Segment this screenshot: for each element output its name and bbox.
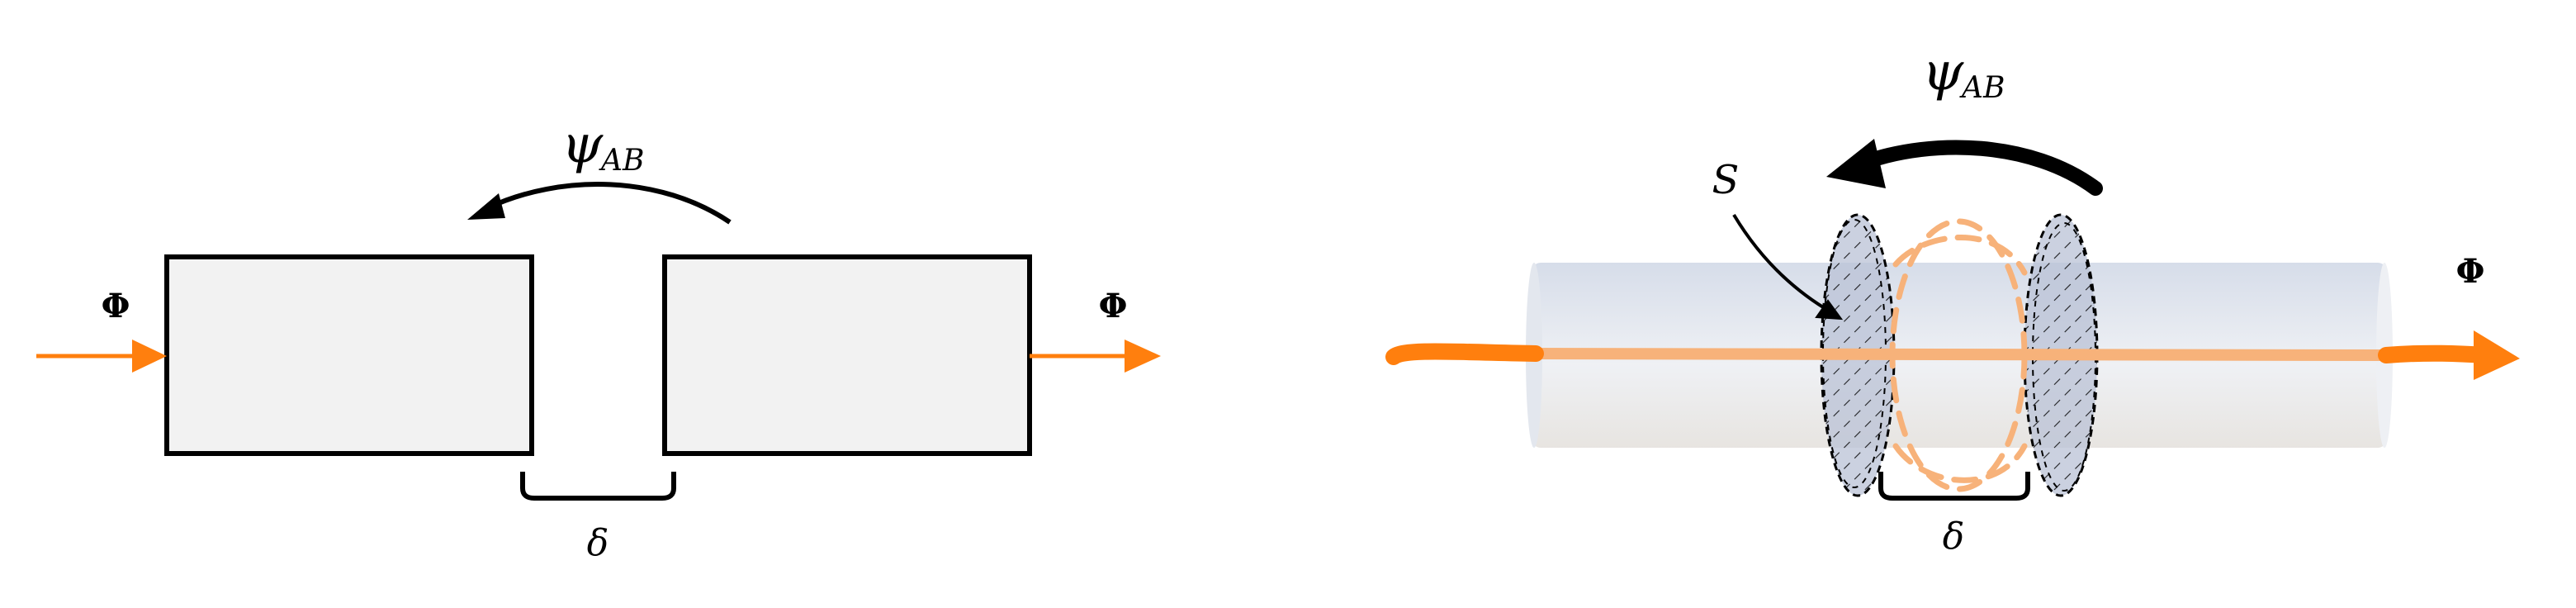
right-gap-brace	[1878, 472, 2030, 501]
left-gap-brace	[520, 472, 676, 501]
left-flux-in-label: Φ	[102, 287, 130, 325]
left-phase-arrow	[467, 182, 732, 225]
left-flux-out-label: Φ	[1099, 287, 1128, 325]
left-gap-label: δ	[587, 522, 609, 564]
right-phase-arrow	[1826, 139, 2103, 196]
left-phase-symbol: ψ	[561, 114, 604, 175]
right-phase-symbol: ψ	[1922, 41, 1964, 102]
left-block-b	[662, 254, 1032, 456]
left-flux-out-arrow	[1030, 340, 1161, 373]
surface-label: S	[1712, 157, 1740, 203]
right-phase-subscript: AB	[1959, 71, 2005, 105]
right-panel: Φ ψ AB S δ	[1385, 41, 2520, 558]
right-gap-label: δ	[1943, 515, 1965, 558]
surface-pointer-arrow	[1732, 213, 1844, 321]
right-flux-label: Φ	[2456, 252, 2485, 291]
right-flux-arrow	[1385, 330, 2520, 380]
left-phase-subscript: AB	[599, 144, 644, 178]
left-block-a	[164, 254, 534, 456]
left-flux-in-arrow	[36, 340, 167, 373]
left-panel: Φ Φ ψ AB δ	[36, 114, 1161, 564]
